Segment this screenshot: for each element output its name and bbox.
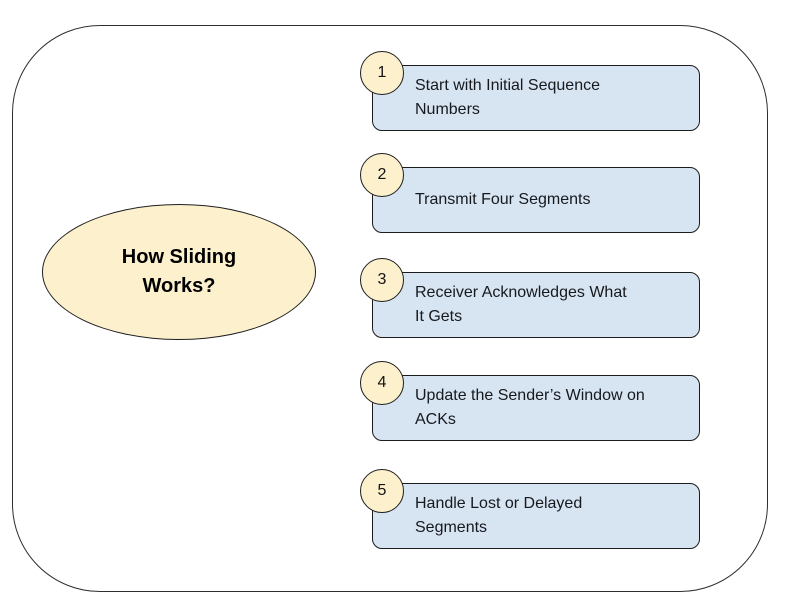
step-3-box: Receiver Acknowledges What It Gets [372, 272, 700, 338]
step-1-number: 1 [377, 64, 387, 81]
step-5-number-badge: 5 [360, 469, 404, 513]
diagram-title: How Sliding Works? [121, 246, 237, 297]
step-4-box: Update the Sender’s Window on ACKs [372, 375, 700, 441]
title-ellipse: How Sliding Works? [42, 204, 316, 340]
step-5-box: Handle Lost or Delayed Segments [372, 483, 700, 549]
step-5: 5 Handle Lost or Delayed Segments [360, 467, 704, 549]
step-5-number: 5 [377, 482, 387, 499]
step-3-number: 3 [377, 271, 387, 288]
step-1-label: Start with Initial Sequence Numbers [415, 77, 600, 118]
step-2-box: Transmit Four Segments [372, 167, 700, 233]
step-1: 1 Start with Initial Sequence Numbers [360, 49, 704, 131]
step-3-number-badge: 3 [360, 258, 404, 302]
step-2-number-badge: 2 [360, 153, 404, 197]
step-3-label: Receiver Acknowledges What It Gets [415, 284, 627, 325]
step-4: 4 Update the Sender’s Window on ACKs [360, 359, 704, 441]
step-1-box: Start with Initial Sequence Numbers [372, 65, 700, 131]
step-2-number: 2 [377, 166, 387, 183]
step-4-label: Update the Sender’s Window on ACKs [415, 387, 645, 428]
step-1-number-badge: 1 [360, 51, 404, 95]
step-3: 3 Receiver Acknowledges What It Gets [360, 256, 704, 338]
step-2-label: Transmit Four Segments [415, 191, 591, 208]
step-5-label: Handle Lost or Delayed Segments [415, 495, 583, 536]
step-4-number-badge: 4 [360, 361, 404, 405]
step-2: 2 Transmit Four Segments [360, 151, 704, 233]
step-4-number: 4 [377, 374, 387, 391]
